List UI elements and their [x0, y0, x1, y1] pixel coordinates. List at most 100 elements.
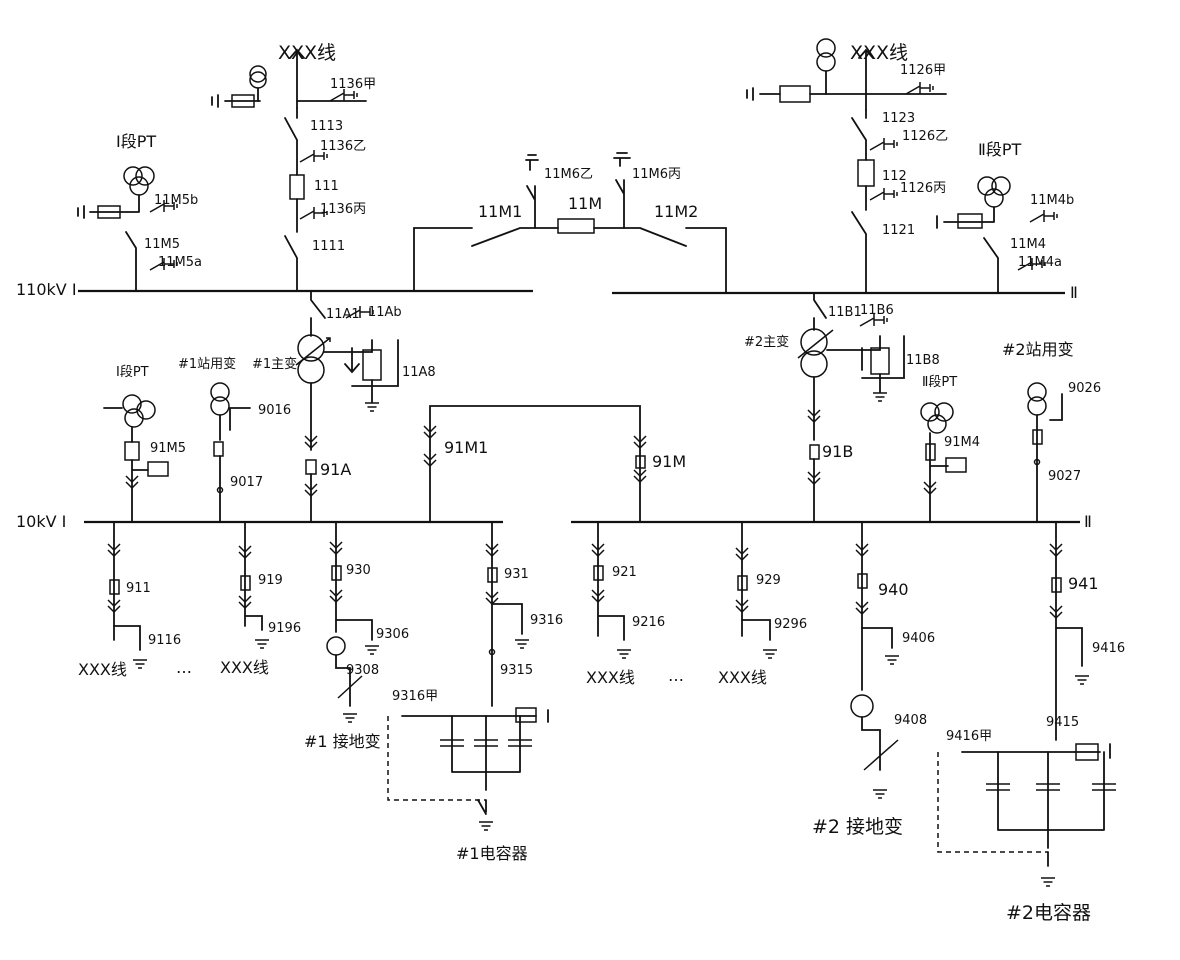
label-91m5: 91M5 [150, 441, 187, 456]
pt-110kv-left [77, 166, 178, 292]
label-11m6yi: 11M6乙 [544, 167, 594, 182]
label-1136bing: 1136丙 [320, 202, 367, 217]
feeder-right-line2: XXX线 [718, 668, 767, 687]
label-11m4a: 11M4a [1018, 255, 1062, 270]
label-11b1: 11B1 [828, 305, 862, 320]
label-9416jia: 9416甲 [946, 729, 993, 744]
label-1113: 1113 [310, 119, 344, 134]
label-9406: 9406 [902, 631, 936, 646]
tx2-name: #2主变 [744, 335, 790, 350]
ground-tx1-name: #1 接地变 [304, 732, 381, 751]
label-91m4: 91M4 [944, 435, 981, 450]
label-9316jia: 9316甲 [392, 689, 439, 704]
label-11ab: 11Ab [368, 305, 402, 320]
label-11m4: 11M4 [1010, 237, 1047, 252]
ground-tx2-name: #2 接地变 [812, 816, 904, 838]
label-11m: 11M [568, 194, 603, 213]
bus-tie-110kv [413, 152, 727, 294]
label-112: 112 [882, 169, 907, 184]
lv-left-station-name: #1站用变 [178, 357, 237, 372]
label-9315: 9315 [500, 663, 534, 678]
label-11b8: 11B8 [906, 353, 940, 368]
feeder-left-line2: XXX线 [220, 658, 269, 677]
bus-label-10kv-1: 10kV Ⅰ [16, 512, 67, 531]
label-1123: 1123 [882, 111, 916, 126]
label-9116: 9116 [148, 633, 182, 648]
incoming-line-left [211, 48, 367, 292]
bus-tie-10kv [423, 405, 647, 523]
label-11b6: 11B6 [860, 303, 894, 318]
label-91a: 91A [320, 460, 352, 479]
label-929: 929 [756, 573, 781, 588]
label-940: 940 [878, 580, 909, 599]
bus-label-110kv-1: 110kV Ⅰ [16, 280, 77, 299]
label-930: 930 [346, 563, 371, 578]
feeder-right-line1: XXX线 [586, 668, 635, 687]
label-11a8: 11A8 [402, 365, 436, 380]
tx1-name: #1主变 [252, 357, 298, 372]
label-9016: 9016 [258, 403, 292, 418]
pt-110kv-right [936, 176, 1058, 294]
feeders-right [591, 521, 778, 659]
label-11m5: 11M5 [144, 237, 181, 252]
cap2-name: #2电容器 [1006, 902, 1092, 924]
label-1136jia: 1136甲 [330, 77, 377, 92]
label-11m5b: 11M5b [154, 193, 199, 208]
transformer-2 [797, 292, 905, 523]
capacitor-bank-1 [387, 521, 549, 831]
pt-left-name: Ⅰ段PT [116, 132, 157, 151]
pt-right-name: Ⅱ段PT [978, 140, 1022, 159]
lv-left-pt-station [103, 382, 251, 523]
label-1136yi: 1136乙 [320, 139, 367, 154]
grounding-transformer-1 [326, 521, 380, 723]
feeders-left [107, 521, 270, 669]
bus-label-110kv-2: Ⅱ [1070, 283, 1078, 302]
label-911: 911 [126, 581, 151, 596]
label-9027: 9027 [1048, 469, 1082, 484]
label-111: 111 [314, 179, 339, 194]
line-label-right: XXX线 [850, 42, 909, 64]
label-9306: 9306 [376, 627, 410, 642]
label-11m5a: 11M5a [158, 255, 202, 270]
feeder-left-line1: XXX线 [78, 660, 127, 679]
label-9196: 9196 [268, 621, 302, 636]
incoming-line-right [746, 38, 947, 294]
label-9017: 9017 [230, 475, 264, 490]
label-11m1: 11M1 [478, 202, 523, 221]
label-919: 919 [258, 573, 283, 588]
transformer-1 [295, 290, 399, 523]
label-9416: 9416 [1092, 641, 1126, 656]
label-91b: 91B [822, 442, 854, 461]
label-1126bing: 1126丙 [900, 181, 947, 196]
label-9296: 9296 [774, 617, 808, 632]
bus-label-10kv-2: Ⅱ [1084, 512, 1092, 531]
lv-left-pt-name: Ⅰ段PT [116, 365, 149, 380]
label-91m1: 91M1 [444, 438, 489, 457]
label-11m6bing: 11M6丙 [632, 167, 682, 182]
lv-right-pt-station [920, 382, 1063, 523]
lv-right-pt-name: Ⅱ段PT [922, 375, 958, 390]
label-9316: 9316 [530, 613, 564, 628]
label-11m4b: 11M4b [1030, 193, 1075, 208]
label-9216: 9216 [632, 615, 666, 630]
cap1-name: #1电容器 [456, 844, 528, 863]
label-9415: 9415 [1046, 715, 1080, 730]
label-921: 921 [612, 565, 637, 580]
label-9308: 9308 [346, 663, 380, 678]
label-1126yi: 1126乙 [902, 129, 949, 144]
lv-right-station-name: #2站用变 [1002, 340, 1074, 359]
label-11a1: 11A1 [326, 307, 360, 322]
feeder-left-dots: … [176, 658, 192, 677]
label-91m: 91M [652, 452, 687, 471]
label-1121: 1121 [882, 223, 916, 238]
capacitor-bank-2 [937, 521, 1116, 887]
grounding-transformer-2 [850, 521, 900, 799]
label-9408: 9408 [894, 713, 928, 728]
label-11m2: 11M2 [654, 202, 699, 221]
feeder-right-dots: … [668, 666, 684, 685]
label-1126jia: 1126甲 [900, 63, 947, 78]
label-941: 941 [1068, 574, 1099, 593]
label-931: 931 [504, 567, 529, 582]
